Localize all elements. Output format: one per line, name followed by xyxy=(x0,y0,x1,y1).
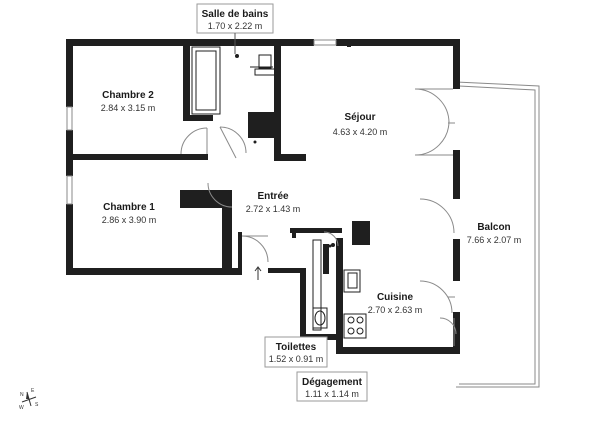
room-label-chambre-2: Chambre 2 2.84 x 3.15 m xyxy=(101,90,156,113)
compass-icon: N E S W xyxy=(19,388,39,411)
svg-text:Toilettes: Toilettes xyxy=(276,342,317,353)
svg-text:2.84 x 3.15 m: 2.84 x 3.15 m xyxy=(101,103,156,113)
room-label-sejour: Séjour 4.63 x 4.20 m xyxy=(333,112,388,137)
svg-text:Chambre 1: Chambre 1 xyxy=(103,202,155,213)
callout-degagement: Dégagement 1.11 x 1.14 m xyxy=(296,371,368,402)
svg-text:Séjour: Séjour xyxy=(344,112,375,123)
room-label-cuisine: Cuisine 2.70 x 2.63 m xyxy=(368,292,423,315)
svg-text:Entrée: Entrée xyxy=(257,191,289,202)
callout-salle-de-bains: Salle de bains 1.70 x 2.22 m xyxy=(196,3,274,54)
svg-text:2.70 x 2.63 m: 2.70 x 2.63 m xyxy=(368,305,423,315)
svg-text:S: S xyxy=(35,402,39,408)
svg-text:7.66 x 2.07 m: 7.66 x 2.07 m xyxy=(467,235,522,245)
svg-text:Dégagement: Dégagement xyxy=(302,377,363,388)
callout-toilettes: Toilettes 1.52 x 0.91 m xyxy=(264,336,328,368)
kitchen-fixtures xyxy=(343,269,367,339)
svg-text:N: N xyxy=(20,392,24,398)
svg-text:1.11 x 1.14 m: 1.11 x 1.14 m xyxy=(305,389,359,399)
walls xyxy=(66,39,460,354)
svg-text:W: W xyxy=(19,405,24,411)
balcony-outline xyxy=(455,81,540,388)
svg-text:Salle de bains: Salle de bains xyxy=(202,9,269,20)
svg-text:Cuisine: Cuisine xyxy=(377,292,414,303)
svg-text:1.70 x 2.22 m: 1.70 x 2.22 m xyxy=(208,21,263,31)
entrance-arrow-icon xyxy=(254,266,262,280)
toilet-fixtures xyxy=(312,239,328,331)
fixture-markers xyxy=(235,39,351,248)
svg-text:2.72 x 1.43 m: 2.72 x 1.43 m xyxy=(246,204,301,214)
svg-text:Balcon: Balcon xyxy=(477,222,510,233)
svg-text:Chambre 2: Chambre 2 xyxy=(102,90,154,101)
room-label-entree: Entrée 2.72 x 1.43 m xyxy=(246,191,301,214)
svg-text:4.63 x 4.20 m: 4.63 x 4.20 m xyxy=(333,127,388,137)
room-label-balcon: Balcon 7.66 x 2.07 m xyxy=(467,222,522,245)
svg-text:1.52 x 0.91 m: 1.52 x 0.91 m xyxy=(269,354,324,364)
bathroom-fixtures xyxy=(191,46,276,115)
room-label-chambre-1: Chambre 1 2.86 x 3.90 m xyxy=(102,202,157,225)
doors xyxy=(180,88,457,346)
svg-text:E: E xyxy=(31,388,35,394)
svg-text:2.86 x 3.90 m: 2.86 x 3.90 m xyxy=(102,215,157,225)
windows xyxy=(66,39,337,205)
